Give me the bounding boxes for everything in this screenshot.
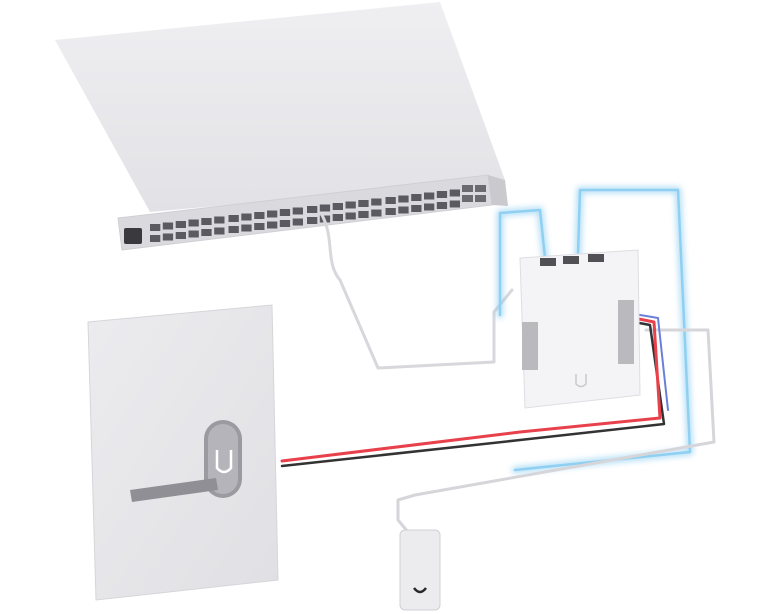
- lock-wire-dark: [280, 320, 666, 468]
- ethernet-port: [436, 202, 448, 209]
- ethernet-port: [279, 209, 291, 216]
- reader-logo: [413, 587, 427, 594]
- ethernet-port: [267, 210, 278, 218]
- ethernet-port: [319, 204, 331, 212]
- ethernet-port: [411, 194, 422, 201]
- ethernet-port: [307, 217, 318, 224]
- ethernet-port: [292, 207, 303, 215]
- ethernet-port: [358, 211, 369, 218]
- reader-body: [399, 529, 441, 611]
- ethernet-port: [424, 203, 435, 211]
- wall-panel: [87, 304, 279, 601]
- ethernet-port: [307, 206, 318, 213]
- ethernet-port: [201, 218, 212, 225]
- switch-side-panel: [488, 175, 508, 206]
- lock-wire-blue: [633, 313, 669, 411]
- ethernet-port: [371, 198, 382, 206]
- ethernet-port: [267, 221, 278, 229]
- switch-port-grid: [150, 185, 486, 242]
- ethernet-port: [241, 224, 252, 232]
- ethernet-port: [162, 233, 174, 241]
- ethernet-port: [371, 209, 382, 217]
- ethernet-port: [175, 221, 186, 228]
- ethernet-port: [385, 197, 396, 204]
- ethernet-port: [398, 206, 409, 214]
- ethernet-port: [332, 214, 343, 221]
- ethernet-port: [254, 223, 265, 230]
- hub-logo: [575, 374, 587, 388]
- ethernet-port: [279, 220, 291, 227]
- ethernet-cable-switch-to-hub: [320, 213, 514, 370]
- lock-wire-red: [280, 316, 662, 463]
- ethernet-port: [214, 227, 225, 235]
- ethernet-cable-hub-to-reader: [396, 328, 716, 534]
- ethernet-port: [449, 200, 460, 208]
- hub-port-top-1: [540, 258, 556, 266]
- network-switch: [55, 2, 508, 251]
- ethernet-port: [241, 213, 252, 221]
- ethernet-port: [228, 215, 239, 222]
- ethernet-port: [398, 195, 409, 203]
- console-port-icon: [124, 228, 142, 244]
- hub-icon: [519, 249, 641, 409]
- cabling: [280, 186, 716, 534]
- ethernet-port: [345, 212, 356, 220]
- ethernet-port: [188, 219, 199, 227]
- sfp-port: [475, 185, 486, 192]
- ethernet-port: [332, 203, 343, 210]
- ethernet-port: [449, 189, 460, 197]
- ethernet-port: [201, 229, 212, 236]
- ethernet-port: [150, 224, 161, 231]
- lock-logo: [215, 450, 233, 474]
- ethernet-port: [411, 205, 422, 212]
- ethernet-port: [188, 230, 199, 238]
- reader-icon: [399, 529, 441, 611]
- ethernet-port: [254, 212, 265, 219]
- ethernet-port: [385, 208, 396, 215]
- ethernet-port: [292, 218, 303, 226]
- hub-right-terminal: [618, 300, 634, 364]
- ethernet-port: [228, 226, 239, 233]
- ethernet-port: [358, 200, 369, 207]
- ethernet-port: [162, 222, 174, 230]
- ethernet-port: [424, 192, 435, 200]
- ethernet-port: [175, 232, 186, 239]
- hub-left-terminal: [522, 322, 538, 370]
- lock-handle: [130, 478, 218, 502]
- ethernet-port: [345, 201, 356, 209]
- sfp-port: [475, 195, 486, 202]
- sfp-port: [462, 195, 473, 202]
- ethernet-port: [150, 235, 161, 242]
- door-wall: [87, 304, 279, 601]
- sfp-port: [462, 185, 473, 192]
- ethernet-port: [436, 191, 448, 198]
- switch-top-surface: [55, 2, 505, 212]
- hub-port-top-3: [588, 254, 604, 262]
- lock-icon: [130, 420, 242, 502]
- hub-port-top-2: [563, 256, 579, 264]
- ethernet-port: [214, 216, 225, 224]
